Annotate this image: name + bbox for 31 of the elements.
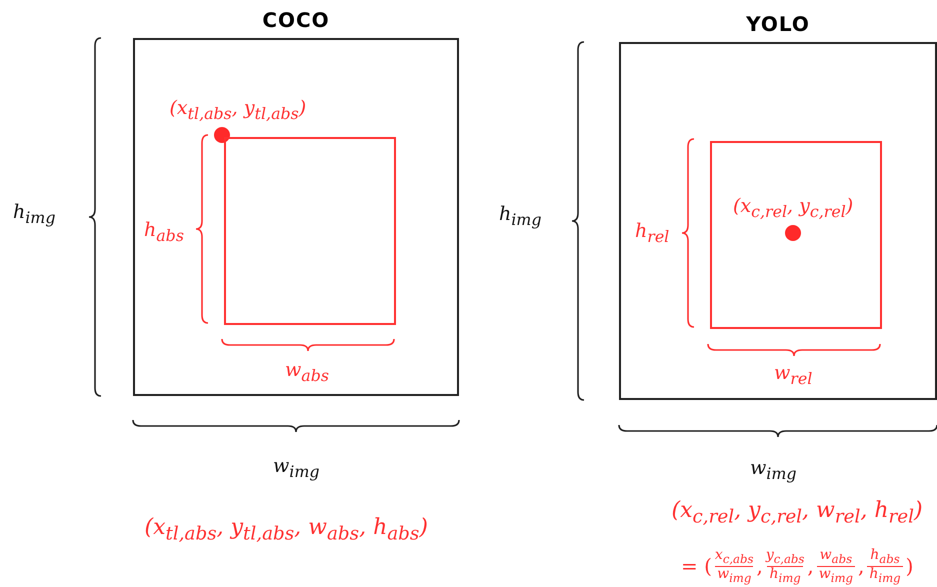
formula-symbol: ) <box>906 555 914 578</box>
dimension-label: w$_{rel}$ <box>774 363 812 388</box>
dimension-label: w$_{abs}$ <box>285 360 329 384</box>
bounding-box <box>224 137 396 325</box>
fraction-numerator: y$_{c,abs}$ <box>766 548 804 566</box>
point-label: (x$_{c,rel}$, y$_{c,rel}$) <box>733 196 854 220</box>
fraction-numerator: x$_{c,abs}$ <box>714 548 754 566</box>
formula: (x$_{tl,abs}$, y$_{tl,abs}$, w$_{abs}$, h$_{abs}$) <box>144 516 428 544</box>
formula-symbol: , <box>858 555 864 578</box>
panel-title: YOLO <box>745 12 811 36</box>
formula: (x$_{c,rel}$, y$_{c,rel}$, w$_{rel}$, h$_{rel}$) <box>672 498 923 528</box>
fraction-numerator: h$_{abs}$ <box>870 548 900 566</box>
image-frame <box>133 38 459 396</box>
dimension-label: h$_{img}$ <box>13 202 56 226</box>
dimension-label: w$_{img}$ <box>750 458 796 482</box>
formula-symbol: , <box>807 555 814 578</box>
fraction-denominator: w$_{img}$ <box>816 566 855 584</box>
fraction-denominator: w$_{img}$ <box>715 566 754 584</box>
fraction-denominator: h$_{img}$ <box>867 566 903 584</box>
fraction-numerator: w$_{abs}$ <box>820 548 852 566</box>
formula-symbol: , <box>756 555 763 578</box>
dimension-label: h$_{rel}$ <box>635 221 670 246</box>
dimension-label: h$_{abs}$ <box>144 220 184 244</box>
panel-title: COCO <box>261 8 331 32</box>
formula-symbol: = ( <box>681 555 712 578</box>
dimension-label: w$_{img}$ <box>273 456 320 480</box>
bounding-box <box>710 141 882 329</box>
fraction-denominator: h$_{img}$ <box>767 566 803 584</box>
point-label: (x$_{tl,abs}$, y$_{tl,abs}$) <box>170 98 306 122</box>
dimension-label: h$_{img}$ <box>499 204 542 228</box>
image-frame <box>619 42 937 400</box>
